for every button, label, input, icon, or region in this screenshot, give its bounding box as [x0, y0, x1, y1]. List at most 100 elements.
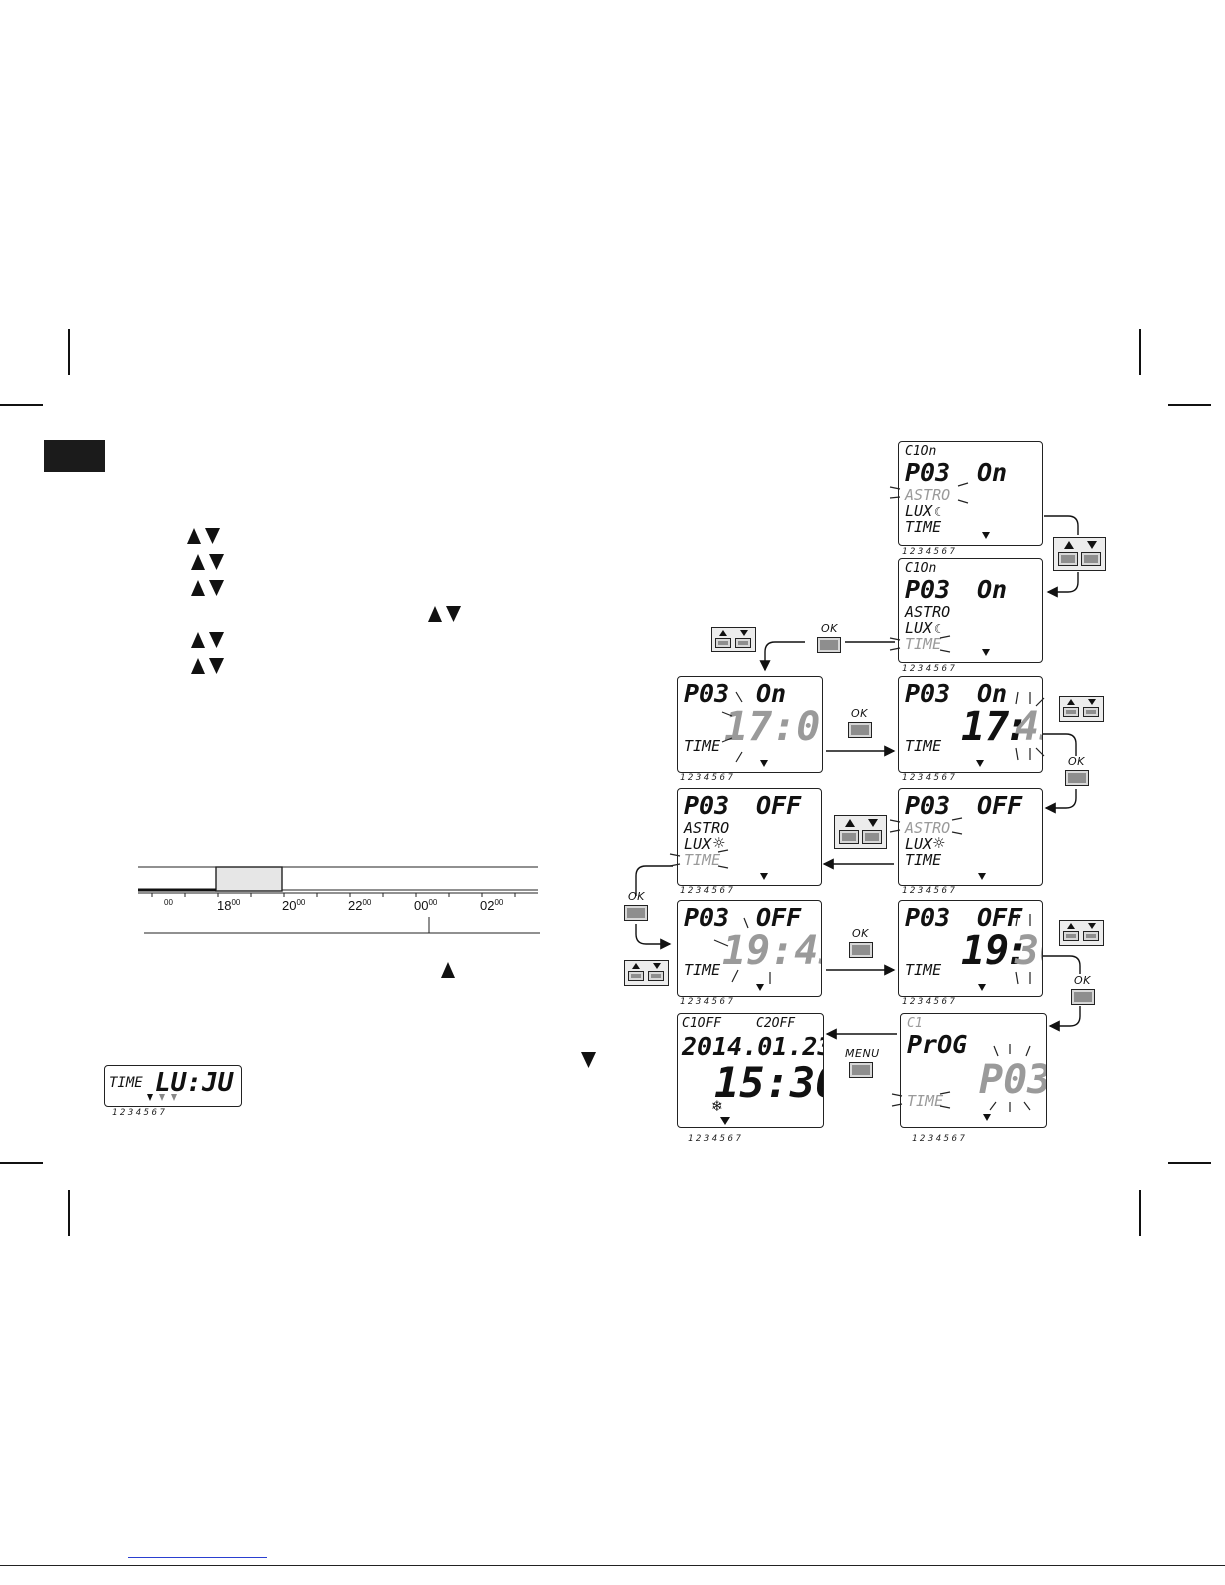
day-numbers: 1234567 [902, 997, 958, 1007]
lcd-screen-off-time: P03 OFF ASTRO LUX TIME [677, 788, 822, 886]
down-arrow-icon [1088, 699, 1096, 705]
lcd-channel: C1On [905, 561, 937, 576]
lcd-astro-label: ASTRO [905, 486, 951, 504]
crop-mark [68, 329, 70, 375]
lcd-channel-2-status: C2OFF [756, 1016, 796, 1031]
down-key[interactable] [648, 971, 664, 981]
lcd-state: OFF [977, 903, 1023, 932]
page-bottom-line [0, 1565, 1225, 1566]
ok-button[interactable] [1065, 770, 1089, 786]
crop-mark [0, 404, 43, 406]
day-numbers: 1234567 [680, 997, 736, 1007]
lcd-program: P03 [979, 1057, 1047, 1103]
lcd-clock-hours: 17 [961, 704, 1010, 750]
lcd-state: On [977, 575, 1008, 604]
lcd-channel: C1On [905, 444, 937, 459]
day-numbers: 1234567 [902, 886, 958, 896]
lcd-lux-label: LUX [684, 835, 712, 853]
up-key[interactable] [839, 830, 859, 844]
day-numbers: 1234567 [688, 1134, 744, 1144]
up-down-arrows-icon [191, 554, 224, 570]
lcd-clock-hours: 19 [961, 928, 1010, 974]
lcd-screen-off-19-45: P03 OFF TIME 19:45 [677, 900, 822, 997]
lcd-channel: C1 [907, 1016, 923, 1031]
day-numbers: 1234567 [902, 773, 958, 783]
ok-button[interactable] [849, 942, 873, 958]
up-key[interactable] [1058, 552, 1078, 566]
up-arrow-icon [1067, 923, 1075, 929]
link-underline [128, 1557, 267, 1558]
lcd-screen-off-astro: P03 OFF ASTRO LUX TIME [898, 788, 1043, 886]
down-arrow-icon [1087, 541, 1097, 549]
up-down-buttons[interactable] [1059, 920, 1104, 946]
down-key[interactable] [735, 638, 751, 648]
up-key[interactable] [628, 971, 644, 981]
down-key[interactable] [1081, 552, 1101, 566]
up-down-buttons[interactable] [711, 627, 756, 652]
lcd-state: OFF [756, 903, 802, 932]
up-down-buttons[interactable] [1053, 537, 1106, 571]
up-key[interactable] [715, 638, 731, 648]
sun-icon: ☼ [712, 834, 726, 852]
lcd-screen-home: C1OFF C2OFF 2014.01.23 15:30 ❄ [677, 1013, 824, 1128]
menu-button-label: MENU [845, 1047, 880, 1060]
crop-mark [1139, 329, 1141, 375]
ok-button-label: OK [1074, 974, 1091, 987]
up-arrow-icon [632, 963, 640, 969]
up-down-arrows-icon [191, 658, 224, 674]
down-arrow-icon [581, 1052, 596, 1068]
down-arrow-icon [740, 630, 748, 636]
day-numbers: 1234567 [902, 547, 958, 557]
day-markers-icon [147, 1094, 177, 1101]
up-down-arrows-icon [187, 528, 220, 544]
up-down-buttons[interactable] [624, 960, 669, 986]
menu-button[interactable] [849, 1062, 873, 1078]
ok-button[interactable] [1071, 989, 1095, 1005]
lcd-clock-minutes: 30 [1015, 928, 1042, 974]
lcd-clock-colon: : [1005, 928, 1030, 974]
timeline-tick-label: 2000 [282, 898, 306, 913]
lcd-program: P03 [684, 903, 730, 932]
lcd-screen-on-17-00: P03 On TIME 17:00 [677, 676, 823, 773]
lcd-program: P03 [905, 458, 951, 487]
up-key[interactable] [1063, 931, 1079, 941]
timeline-tick-label: 1800 [217, 898, 241, 913]
crop-mark [1168, 404, 1211, 406]
ok-button[interactable] [624, 905, 648, 921]
lcd-mode-label: TIME [905, 961, 942, 979]
up-arrow-icon [719, 630, 727, 636]
crop-mark [68, 1190, 70, 1236]
timeline-tick-label: 00 [164, 898, 173, 907]
lcd-screen-program: C1 PrOG P03 TIME [900, 1013, 1047, 1128]
down-arrow-icon [1088, 923, 1096, 929]
up-arrow-icon [845, 819, 855, 827]
snowflake-icon: ❄ [712, 1096, 722, 1115]
lcd-state: OFF [977, 791, 1023, 820]
down-key[interactable] [1083, 707, 1099, 717]
timeline-tick-label: 2200 [348, 898, 372, 913]
lcd-mode-label: TIME [684, 737, 721, 755]
up-down-buttons[interactable] [834, 815, 887, 849]
ok-button[interactable] [848, 722, 872, 738]
timeline-chart [138, 866, 540, 934]
lcd-mode-label: TIME [109, 1075, 143, 1091]
day-numbers: 1234567 [680, 886, 736, 896]
up-down-arrows-icon [191, 580, 224, 596]
crop-mark [0, 1162, 43, 1164]
small-lcd: TIME LU:JU [104, 1065, 242, 1107]
down-key[interactable] [1083, 931, 1099, 941]
up-key[interactable] [1063, 707, 1079, 717]
lcd-program: P03 [905, 903, 951, 932]
ok-button[interactable] [817, 637, 841, 653]
lcd-time-label: TIME [905, 518, 942, 536]
ok-button-label: OK [851, 707, 868, 720]
up-down-buttons[interactable] [1059, 696, 1104, 722]
ok-button-label: OK [821, 622, 838, 635]
lcd-clock-minutes: 45 [1015, 704, 1042, 750]
down-key[interactable] [862, 830, 882, 844]
lcd-program: P03 [905, 575, 951, 604]
down-arrow-icon [868, 819, 878, 827]
lcd-state: OFF [756, 791, 802, 820]
lcd-program: P03 [684, 679, 730, 708]
